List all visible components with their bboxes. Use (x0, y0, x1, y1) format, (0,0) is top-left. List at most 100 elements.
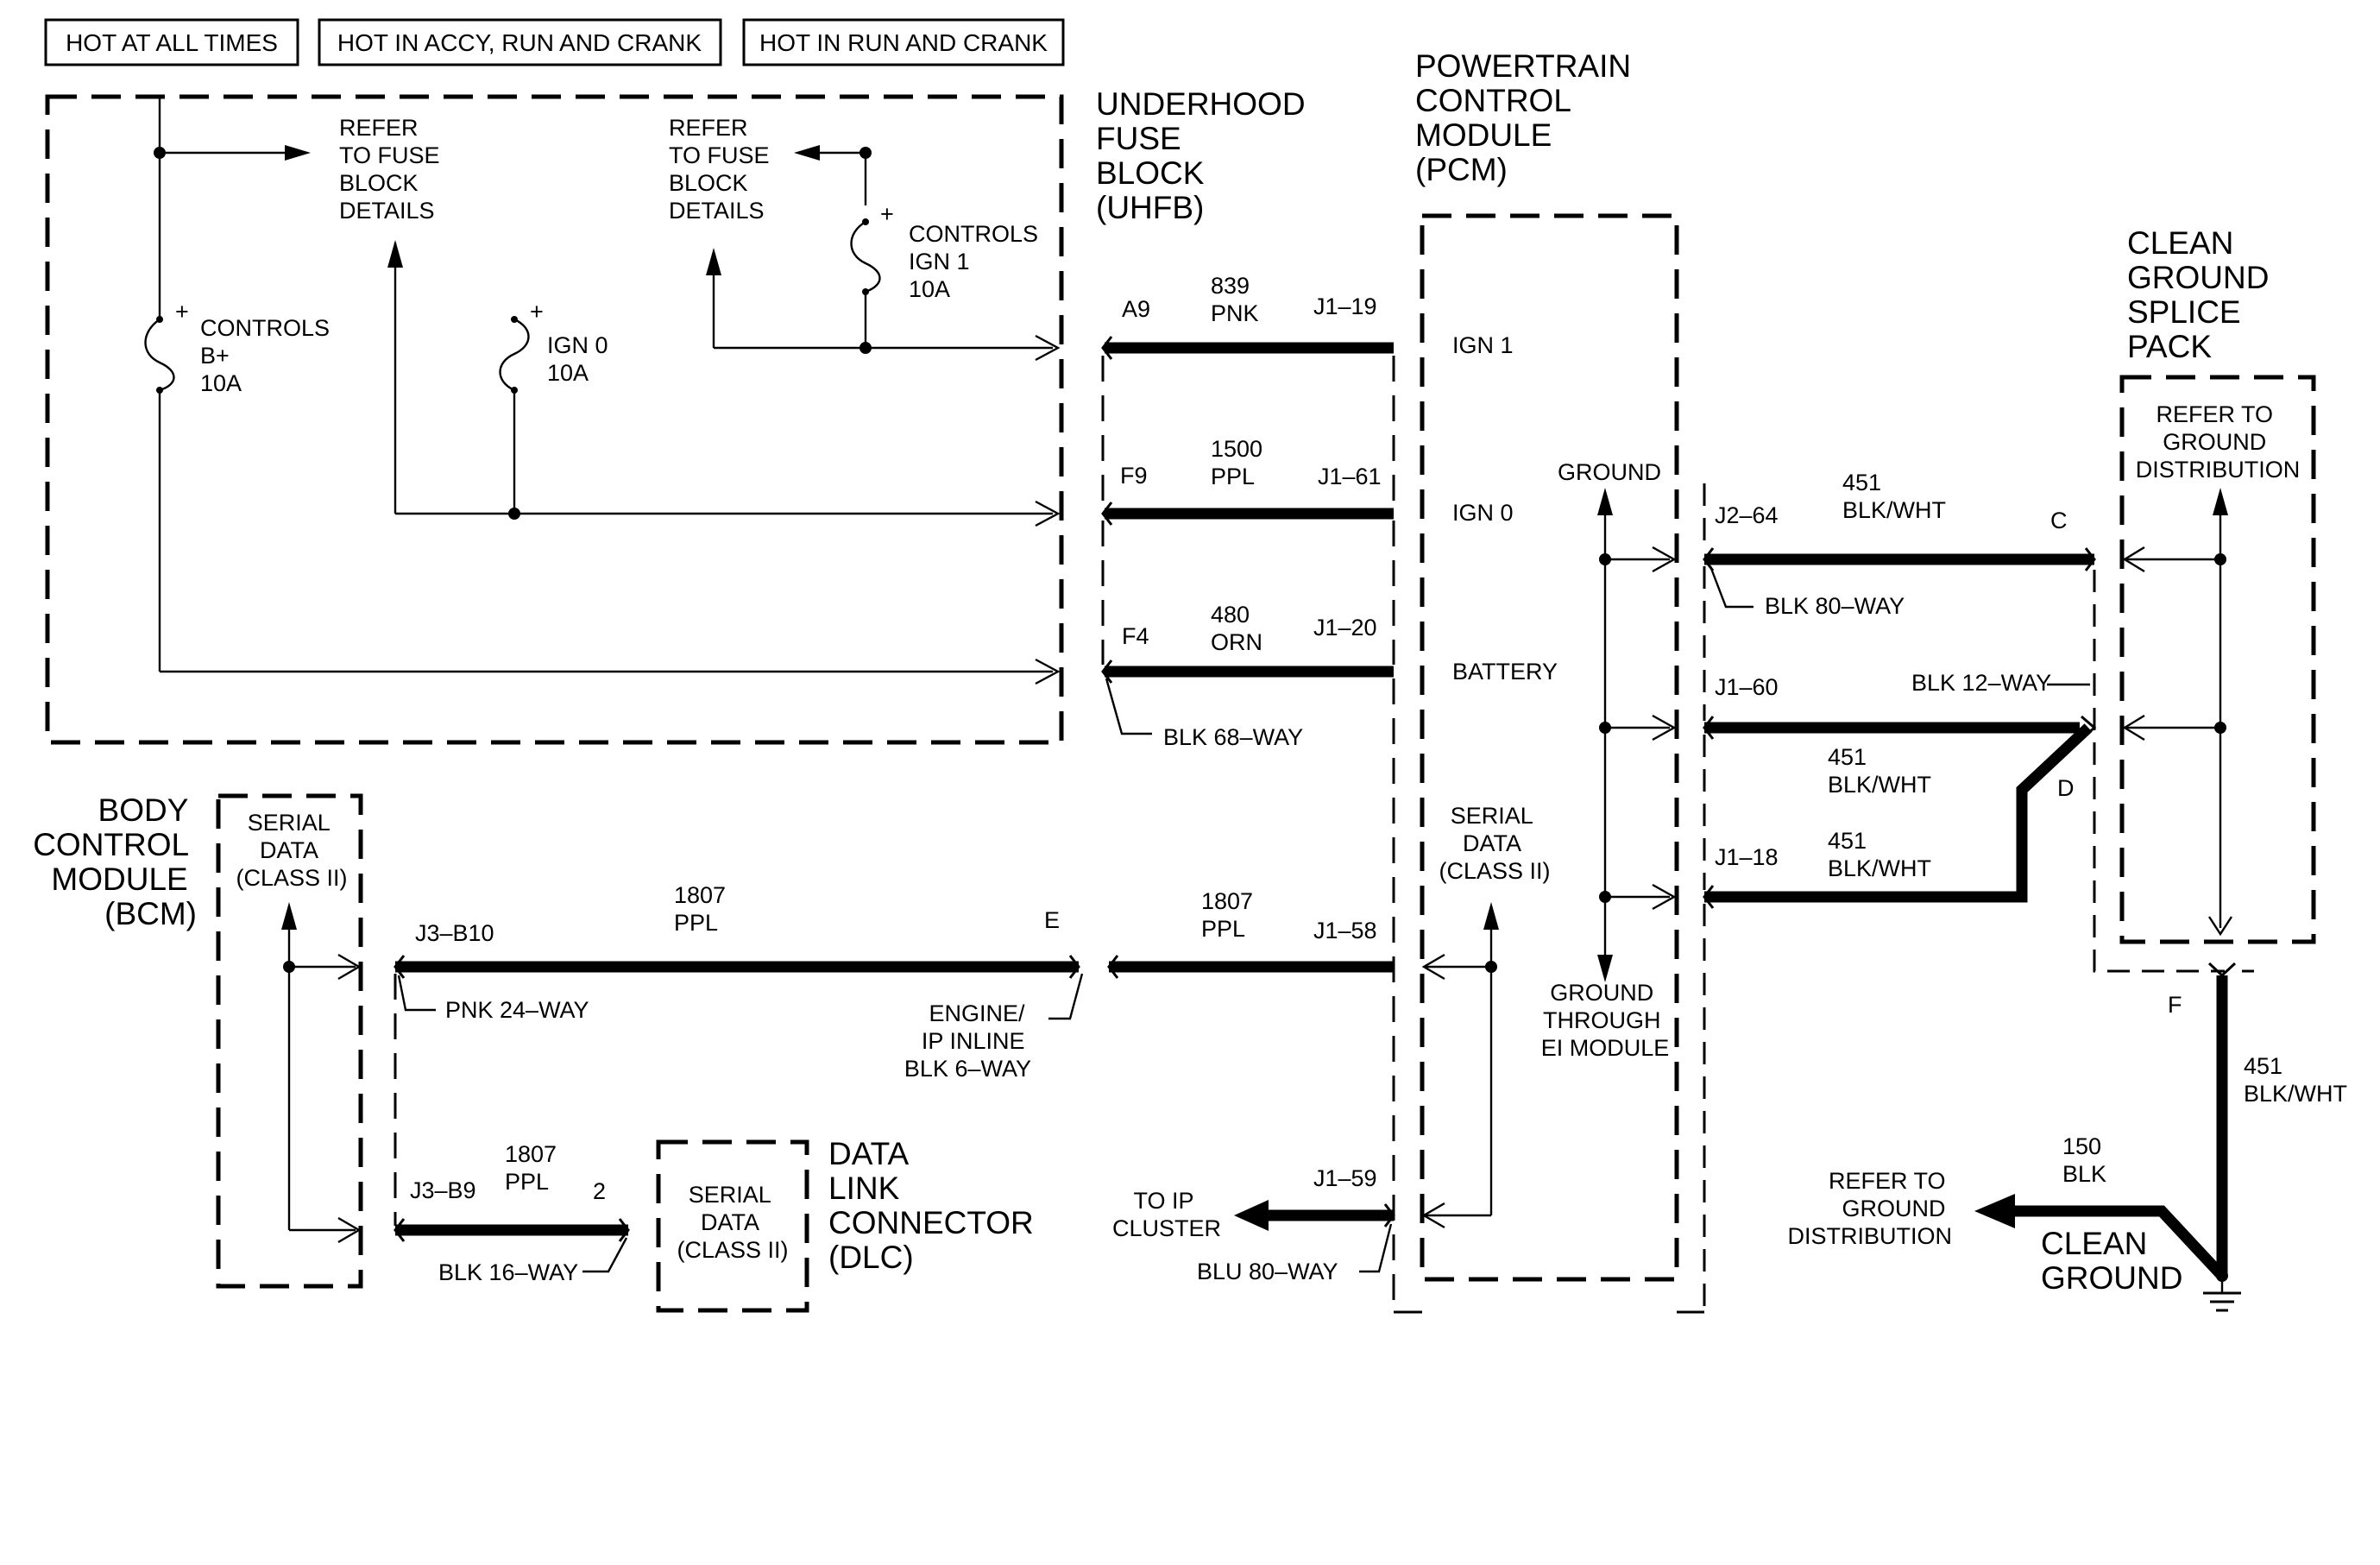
plus-sign: + (880, 201, 894, 227)
pin-j2-64: J2–64 (1715, 502, 1779, 528)
bcm-serial-data: SERIAL DATA (CLASS II) (236, 810, 347, 891)
arrow-down-icon (1597, 955, 1613, 982)
wire-color-blk-wht: BLK/WHT (2244, 1081, 2347, 1107)
fuse-b-label: CONTROLS B+ 10A (200, 315, 337, 396)
pin-a9: A9 (1122, 296, 1150, 322)
wire-color-blk-wht: BLK/WHT (1828, 855, 1931, 881)
hot-accy-run-crank-label: HOT IN ACCY, RUN AND CRANK (337, 29, 702, 56)
fuse-icon (499, 318, 530, 392)
fuse-icon (850, 220, 881, 293)
wire-color-ppl: PPL (1211, 464, 1255, 489)
wire-color-ppl: PPL (674, 910, 718, 936)
wire-color-ppl: PPL (1201, 916, 1245, 942)
arrow-left-icon (1234, 1200, 1269, 1231)
pin-j3-b10: J3–B10 (415, 920, 494, 946)
circuit-1500: 1500 (1211, 436, 1262, 462)
circuit-451-top: 451 (1842, 470, 1881, 495)
bcm-title: BODY CONTROL MODULE (BCM) (33, 792, 197, 931)
body-control-module: BODY CONTROL MODULE (BCM) SERIAL DATA (C… (33, 792, 363, 1289)
pin-f4: F4 (1122, 623, 1149, 649)
circuit-1807-a: 1807 (674, 882, 726, 908)
blk-80-way-label: BLK 80–WAY (1765, 593, 1905, 619)
circuit-480: 480 (1211, 602, 1250, 628)
clean-ground-splice-pack: CLEAN GROUND SPLICE PACK REFER TO GROUND… (1787, 225, 2347, 1312)
powertrain-control-module: POWERTRAIN CONTROL MODULE (PCM) IGN 1 IG… (1415, 48, 1679, 1282)
pin-d: D (2057, 775, 2075, 801)
circuit-1807-b: 1807 (1201, 888, 1253, 914)
circuit-451-low: 451 (1828, 828, 1867, 854)
arrow-right-icon (1035, 658, 1061, 685)
blk-12-way-label: BLK 12–WAY (1911, 670, 2051, 696)
refer-fuse-block-2: REFER TO FUSE BLOCK DETAILS (669, 115, 776, 224)
dlc-boundary (656, 1139, 809, 1313)
splice-pack-boundary (2119, 375, 2316, 944)
pin-f: F (2168, 992, 2182, 1018)
blk-68-way-label: BLK 68–WAY (1163, 724, 1303, 750)
blu-80-way-label: BLU 80–WAY (1197, 1259, 1338, 1284)
underhood-fuse-block: UNDERHOOD FUSE BLOCK (UHFB) REFER TO FUS… (45, 86, 1314, 745)
arrow-up-icon (1483, 902, 1499, 930)
arrow-up-icon (387, 240, 403, 268)
pin-j1-20: J1–20 (1313, 615, 1377, 641)
fuse-icon (144, 319, 175, 392)
arrow-up-icon (281, 902, 297, 930)
pin-j1-58: J1–58 (1313, 918, 1377, 943)
pin-j1-19: J1–19 (1313, 293, 1377, 319)
wire-color-orn: ORN (1211, 629, 1262, 655)
hot-run-crank-label: HOT IN RUN AND CRANK (759, 29, 1048, 56)
pin-f9: F9 (1120, 463, 1148, 489)
plus-sign: + (175, 299, 189, 325)
uhfb-boundary (45, 94, 1064, 745)
circuit-451-f: 451 (2244, 1053, 2282, 1079)
pin-2: 2 (593, 1178, 606, 1204)
header: HOT AT ALL TIMES HOT IN ACCY, RUN AND CR… (44, 18, 1065, 66)
engine-ip-inline-label: ENGINE/ IP INLINE BLK 6–WAY (904, 1000, 1031, 1082)
dlc-title: DATA LINK CONNECTOR (DLC) (828, 1136, 1042, 1275)
wire-color-ppl: PPL (505, 1169, 549, 1195)
pin-j3-b9: J3–B9 (410, 1177, 476, 1203)
data-link-connector: SERIAL DATA (CLASS II) DATA LINK CONNECT… (656, 1136, 1042, 1313)
wire-color-blk-wht: BLK/WHT (1842, 497, 1946, 523)
pcm-serial-data: SERIAL DATA (CLASS II) (1439, 803, 1550, 884)
wire-color-pnk: PNK (1211, 300, 1259, 326)
pcm-battery-label: BATTERY (1452, 659, 1558, 685)
pcm-ground-through: GROUND THROUGH EI MODULE (1541, 980, 1670, 1061)
hot-at-all-times-label: HOT AT ALL TIMES (66, 29, 278, 56)
uhfb-pcm-wires: A9 839 PNK J1–19 F9 1500 PPL J1–61 F4 48… (1101, 273, 1395, 1312)
arrow-left-icon (794, 145, 820, 161)
fuse-ign1-label: CONTROLS IGN 1 10A (909, 221, 1045, 302)
circuit-839: 839 (1211, 273, 1250, 299)
circuit-451-mid: 451 (1828, 744, 1867, 770)
pcm-ign0-label: IGN 0 (1452, 500, 1514, 526)
wire-color-blk-wht: BLK/WHT (1828, 772, 1931, 798)
clean-ground-label: CLEAN GROUND (2041, 1226, 2182, 1296)
circuit-1807-c: 1807 (505, 1141, 557, 1167)
plus-sign: + (530, 299, 544, 325)
arrow-right-icon (285, 145, 311, 161)
refer-fuse-block-1: REFER TO FUSE BLOCK DETAILS (339, 115, 446, 224)
arrow-right-icon (1035, 334, 1061, 362)
ground-wires: J2–64 451 BLK/WHT C BLK 80–WAY J1–60 451… (1394, 470, 2097, 1314)
splice-pack-title: CLEAN GROUND SPLICE PACK (2127, 225, 2278, 364)
pin-j1-60: J1–60 (1715, 674, 1779, 700)
pin-j1-61: J1–61 (1318, 464, 1382, 489)
dlc-serial-data: SERIAL DATA (CLASS II) (677, 1182, 788, 1263)
arrow-right-icon (1035, 500, 1061, 527)
pin-e: E (1044, 907, 1060, 933)
pcm-ign1-label: IGN 1 (1452, 332, 1514, 358)
pin-j1-18: J1–18 (1715, 844, 1779, 870)
pin-j1-59: J1–59 (1313, 1165, 1377, 1191)
arrow-up-icon (2213, 488, 2228, 515)
splice-refer-label: REFER TO GROUND DISTRIBUTION (2136, 401, 2301, 483)
arrow-up-icon (706, 248, 721, 275)
to-ip-cluster-label: TO IP CLUSTER (1112, 1188, 1221, 1241)
serial-data-wires: J3–B10 1807 PPL E PNK 24–WAY 1807 PPL J1… (394, 882, 1395, 1285)
wire-color-blk: BLK (2062, 1161, 2106, 1187)
bcm-boundary (216, 793, 363, 1289)
circuit-150: 150 (2062, 1133, 2101, 1159)
pcm-ground-label: GROUND (1558, 459, 1661, 485)
uhfb-title: UNDERHOOD FUSE BLOCK (UHFB) (1096, 86, 1314, 225)
arrow-left-icon (1974, 1194, 2015, 1228)
pcm-title: POWERTRAIN CONTROL MODULE (PCM) (1415, 48, 1640, 187)
